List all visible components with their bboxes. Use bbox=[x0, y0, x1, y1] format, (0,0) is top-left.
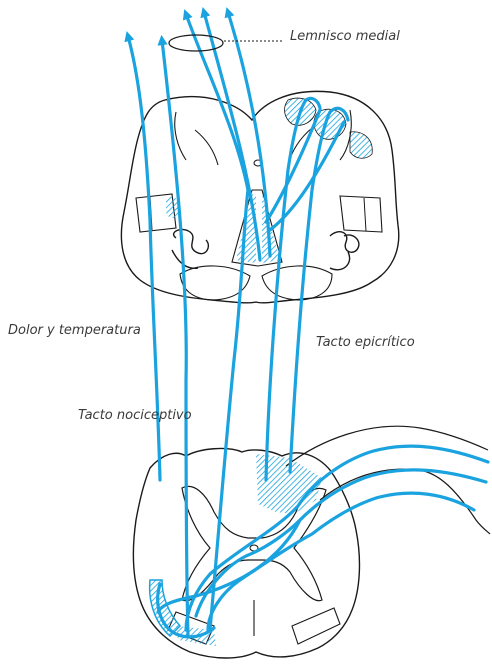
label-tacto-nociceptivo: Tacto nociceptivo bbox=[78, 408, 192, 423]
pathway-lemnisco-1 bbox=[186, 14, 248, 630]
olive-left bbox=[172, 230, 208, 269]
pathway-dorsal-root-3 bbox=[208, 493, 474, 630]
medulla-section bbox=[121, 91, 398, 302]
dorsal-root-outline-upper bbox=[286, 426, 488, 466]
lateral-hatch-right bbox=[350, 132, 372, 159]
label-lemnisco-medial: Lemnisco medial bbox=[290, 29, 400, 44]
anterolateral-tract-hatch bbox=[150, 580, 180, 636]
dorsal-sulcus-left bbox=[175, 112, 186, 160]
label-tacto-epicritico: Tacto epicrítico bbox=[316, 335, 415, 350]
dorsal-root-outline-lower bbox=[320, 469, 490, 534]
dorsal-fold-left bbox=[195, 130, 218, 165]
lateral-box-right-line bbox=[364, 198, 366, 231]
pathway-dorsal-root-2 bbox=[196, 470, 486, 616]
label-dolor-temperatura: Dolor y temperatura bbox=[8, 323, 141, 338]
olive-right bbox=[330, 232, 359, 270]
lateral-box-right bbox=[340, 196, 382, 232]
pyramid-right bbox=[262, 266, 332, 300]
